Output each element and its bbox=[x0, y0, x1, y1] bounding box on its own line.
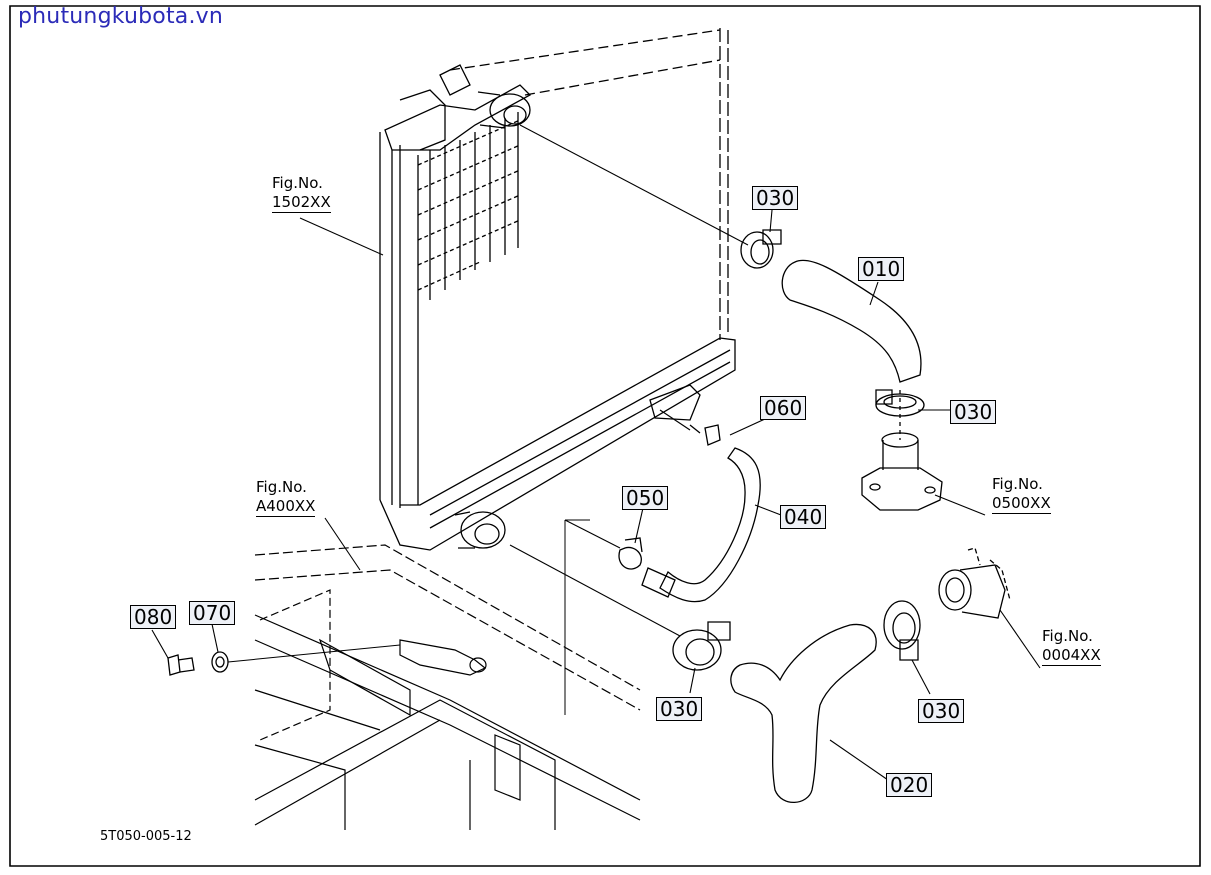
part-label-070[interactable]: 070 bbox=[189, 601, 236, 625]
fig-ref-pump-line2: 0004XX bbox=[1042, 646, 1101, 666]
thermostat-housing-drawing bbox=[862, 390, 942, 510]
washer-070-drawing bbox=[212, 652, 228, 672]
part-label-030-top[interactable]: 030 bbox=[752, 186, 799, 210]
diagram-code: 5T050-005-12 bbox=[100, 829, 192, 844]
part-label-010[interactable]: 010 bbox=[858, 257, 905, 281]
hose-020-drawing bbox=[731, 624, 876, 802]
fig-ref-frame-line2: A400XX bbox=[256, 497, 316, 517]
clip-060-drawing bbox=[690, 425, 720, 445]
watermark: phutungkubota.vn bbox=[18, 4, 224, 29]
fig-ref-radiator-line2: 1502XX bbox=[272, 193, 331, 213]
part-label-040[interactable]: 040 bbox=[780, 505, 827, 529]
fig-ref-pump[interactable]: Fig.No. 0004XX bbox=[1042, 627, 1101, 666]
part-label-060[interactable]: 060 bbox=[760, 396, 807, 420]
clamp-030-top-drawing bbox=[741, 230, 781, 268]
clamp-030-left-drawing bbox=[673, 622, 730, 670]
part-label-020[interactable]: 020 bbox=[886, 773, 933, 797]
frame-drawing bbox=[255, 545, 640, 830]
clamp-030-right-drawing bbox=[884, 601, 920, 660]
hose-010-drawing bbox=[782, 260, 921, 382]
fig-ref-pump-line1: Fig.No. bbox=[1042, 627, 1093, 645]
fig-ref-thermostat-line2: 0500XX bbox=[992, 494, 1051, 514]
part-label-080[interactable]: 080 bbox=[130, 605, 177, 629]
part-label-030-right[interactable]: 030 bbox=[918, 699, 965, 723]
fig-ref-frame-line1: Fig.No. bbox=[256, 478, 307, 496]
part-label-030-mid[interactable]: 030 bbox=[950, 400, 997, 424]
drain-plug-080-drawing bbox=[168, 655, 194, 675]
leader-lines bbox=[152, 210, 1040, 780]
fig-ref-thermostat-line1: Fig.No. bbox=[992, 475, 1043, 493]
clip-050-drawing bbox=[619, 538, 642, 569]
fig-ref-frame[interactable]: Fig.No. A400XX bbox=[256, 478, 316, 517]
radiator-drawing bbox=[380, 28, 735, 550]
fig-ref-thermostat[interactable]: Fig.No. 0500XX bbox=[992, 475, 1051, 514]
part-label-050[interactable]: 050 bbox=[622, 486, 669, 510]
part-label-030-left[interactable]: 030 bbox=[656, 697, 703, 721]
diagram-border bbox=[10, 6, 1200, 866]
pump-inlet-drawing bbox=[939, 548, 1010, 618]
fig-ref-radiator[interactable]: Fig.No. 1502XX bbox=[272, 174, 331, 213]
fig-ref-radiator-line1: Fig.No. bbox=[272, 174, 323, 192]
hose-040-drawing bbox=[660, 448, 760, 602]
